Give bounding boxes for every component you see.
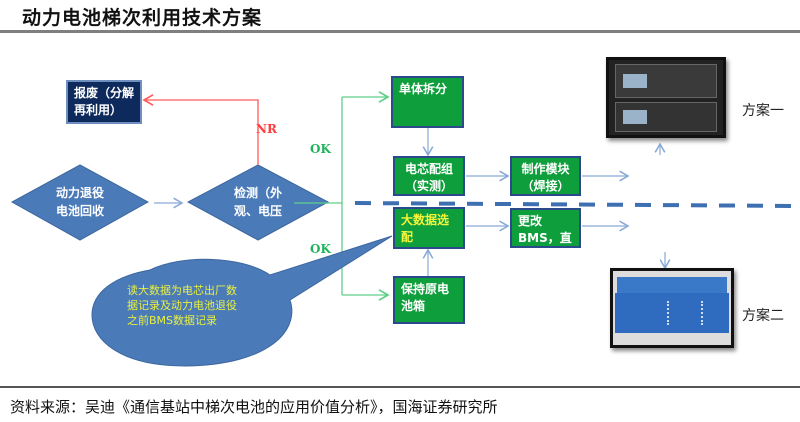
bottom-divider — [0, 386, 800, 388]
nr-connector — [142, 94, 259, 165]
module-box: 制作模块（焊接） — [510, 156, 581, 196]
recycle-label: 动力退役电池回收 — [55, 186, 104, 218]
dashed-separator — [354, 201, 800, 208]
top-divider — [0, 30, 800, 33]
scrap-box: 报废（分解再利用） — [66, 80, 142, 124]
scheme-two-photo — [610, 268, 734, 348]
group-box: 电芯配组（实测） — [393, 156, 465, 196]
inspect-diamond — [186, 164, 330, 241]
scheme-one-photo — [606, 57, 726, 138]
scheme-one-label: 方案一 — [742, 103, 784, 119]
callout-bubble — [91, 235, 393, 367]
scheme-two-label: 方案二 — [742, 308, 784, 324]
source-note: 资料来源：吴迪《通信基站中梯次电池的应用价值分析》，国海证券研究所 — [10, 398, 498, 416]
bigdata-box: 大数据选配 — [393, 207, 465, 249]
page-title: 动力电池梯次利用技术方案 — [22, 7, 263, 29]
callout-text: 读大数据为电芯出厂数据记录及动力电池退役之前BMS数据记录 — [127, 284, 237, 327]
nr-label: NR — [256, 122, 277, 136]
recycle-diamond — [10, 164, 150, 241]
ok-upper-label: OK — [310, 142, 331, 156]
ok-lower-label: OK — [310, 242, 331, 256]
bms-box: 更改BMS，直接输出 — [510, 208, 581, 262]
inspect-label: 检测（外观、电压 — [233, 186, 282, 218]
keep-box: 保持原电池箱 — [393, 276, 465, 324]
split-box: 单体拆分 — [391, 76, 464, 128]
